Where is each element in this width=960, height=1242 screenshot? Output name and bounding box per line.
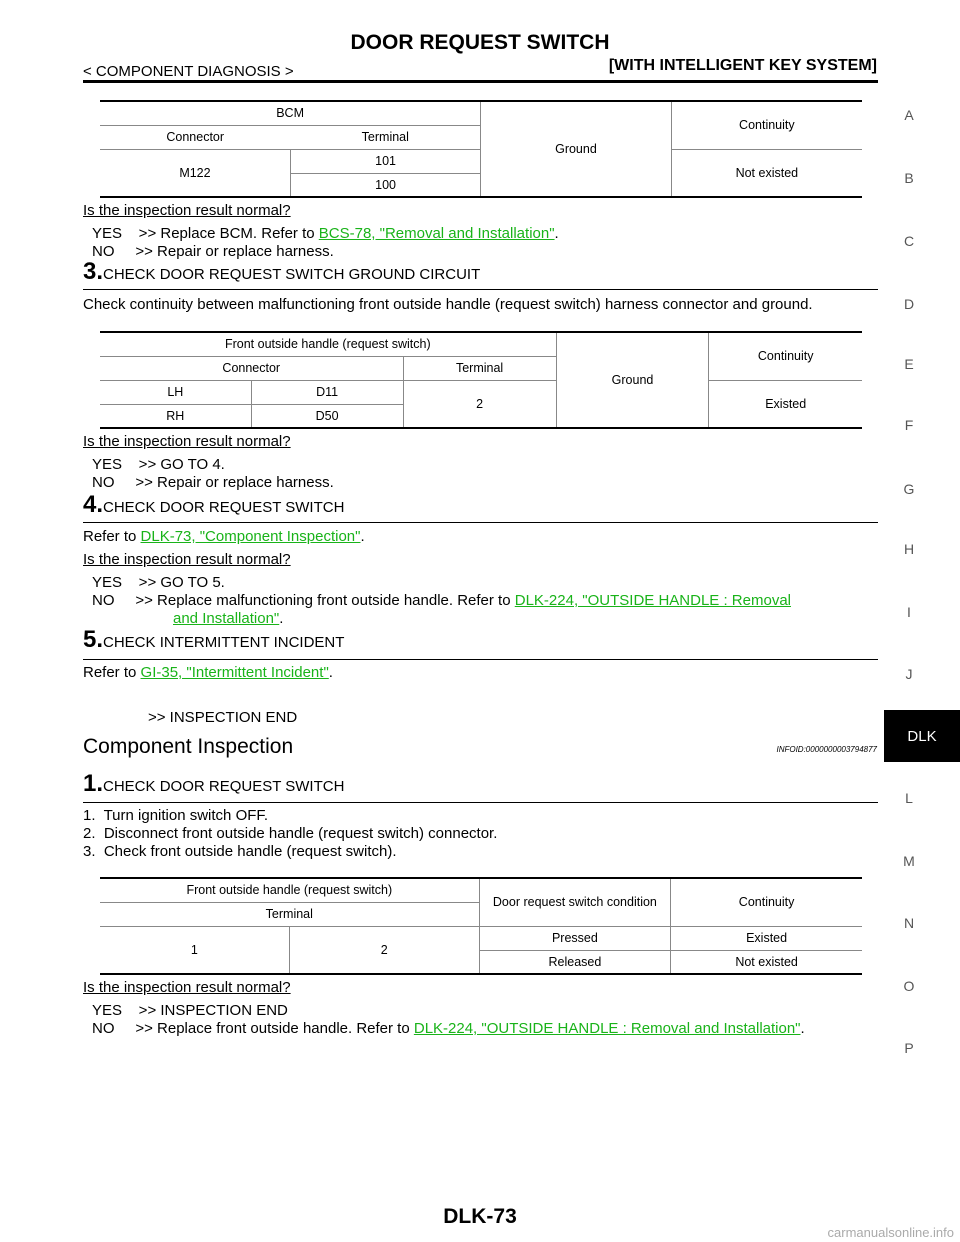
step-5-heading: 5.CHECK INTERMITTENT INCIDENT (83, 626, 345, 653)
side-index-l[interactable]: L (905, 790, 913, 806)
table3-handle-header: Front outside handle (request switch) (186, 883, 393, 898)
table2-rh: RH (100, 403, 252, 428)
link-dlk-224-b[interactable]: and Installation" (173, 610, 280, 627)
yes-3: YES >> GO TO 5. (92, 574, 225, 591)
no-4: NO >> Replace front outside handle. Refe… (92, 1020, 805, 1037)
page-number: DLK-73 (443, 1205, 517, 1228)
side-index-n[interactable]: N (903, 915, 915, 931)
link-dlk-73[interactable]: DLK-73, "Component Inspection" (140, 528, 361, 545)
link-dlk-224-c[interactable]: DLK-224, "OUTSIDE HANDLE : Removal and I… (413, 1020, 801, 1037)
bcm-continuity-table: BCM Ground Continuity Connector Terminal… (100, 100, 862, 198)
page-title: DOOR REQUEST SWITCH (350, 31, 610, 54)
watermark: carmanualsonline.info (827, 1225, 954, 1240)
side-index-dlk-active[interactable]: DLK (884, 710, 960, 762)
no-1: NO >> Repair or replace harness. (92, 243, 334, 260)
side-index-p[interactable]: P (904, 1040, 914, 1056)
question-1: Is the inspection result normal? (83, 202, 291, 219)
yes-4: YES >> INSPECTION END (92, 1002, 288, 1019)
side-index-c[interactable]: C (903, 233, 915, 249)
yes-1: YES >> Replace BCM. Refer to BCS-78, "Re… (92, 225, 559, 242)
step-1-rule (83, 802, 878, 803)
side-index-f[interactable]: F (904, 417, 914, 433)
step-4-heading: 4.CHECK DOOR REQUEST SWITCH (83, 491, 345, 518)
table2-connector-header: Connector (100, 355, 404, 380)
link-gi-35[interactable]: GI-35, "Intermittent Incident" (140, 664, 329, 681)
yes-2: YES >> GO TO 4. (92, 456, 225, 473)
table3-continuity-header: Continuity (670, 878, 862, 926)
step-1-heading: 1.CHECK DOOR REQUEST SWITCH (83, 770, 345, 797)
table3-condition-header: Door request switch condition (478, 878, 671, 926)
list-item: 2. Disconnect front outside handle (requ… (83, 825, 498, 842)
side-index-m[interactable]: M (903, 853, 915, 869)
table2-lh: LH (100, 379, 252, 404)
no-2: NO >> Repair or replace harness. (92, 474, 334, 491)
table2-terminal-header: Terminal (402, 355, 557, 380)
step-4-rule (83, 522, 878, 523)
table2-result: Existed (708, 379, 862, 428)
table1-connector: M122 (100, 148, 291, 197)
side-index-i[interactable]: I (907, 604, 911, 620)
table3-pressed: Pressed (478, 925, 671, 950)
side-index-j[interactable]: J (905, 666, 913, 682)
table2-lh-connector: D11 (250, 379, 404, 404)
header-system-label: [WITH INTELLIGENT KEY SYSTEM] (608, 57, 877, 74)
table2-ground: Ground (555, 332, 709, 428)
side-index-a[interactable]: A (904, 107, 914, 123)
link-dlk-224-a[interactable]: DLK-224, "OUTSIDE HANDLE : Removal (514, 592, 791, 609)
table3-terminal-1: 1 (100, 925, 290, 974)
step-3-heading: 3.CHECK DOOR REQUEST SWITCH GROUND CIRCU… (83, 258, 481, 285)
table3-terminal-2: 2 (288, 925, 480, 974)
info-id: INFOID:0000000003794877 (776, 745, 877, 754)
switch-inspection-table: Front outside handle (request switch) Do… (100, 877, 862, 975)
table3-not-existed: Not existed (670, 949, 862, 974)
table1-result: Not existed (670, 148, 862, 197)
table1-ground: Ground (480, 101, 672, 197)
table1-connector-header: Connector (100, 124, 291, 149)
table1-terminal-header: Terminal (290, 124, 481, 149)
ground-circuit-table: Front outside handle (request switch) Gr… (100, 331, 862, 429)
header-rule (83, 80, 878, 83)
side-index-e[interactable]: E (904, 356, 914, 372)
inspection-end-1: >> INSPECTION END (148, 709, 298, 726)
no-3: NO >> Replace malfunctioning front outsi… (92, 592, 791, 609)
table2-rh-connector: D50 (250, 403, 404, 428)
table2-continuity-header: Continuity (708, 332, 862, 380)
question-4: Is the inspection result normal? (83, 979, 291, 996)
side-index-g[interactable]: G (903, 481, 915, 497)
table2-terminal: 2 (402, 379, 557, 428)
no-3-cont: and Installation". (173, 610, 284, 627)
table3-terminal-header: Terminal (100, 901, 480, 926)
question-3: Is the inspection result normal? (83, 551, 291, 568)
header-section-label: < COMPONENT DIAGNOSIS > (83, 63, 294, 80)
side-index-b[interactable]: B (904, 170, 914, 186)
section-title: Component Inspection (83, 735, 294, 758)
step-5-rule (83, 659, 878, 660)
step-5-body: Refer to GI-35, "Intermittent Incident". (83, 664, 333, 681)
table1-bcm-header: BCM (276, 106, 304, 121)
table3-existed: Existed (670, 925, 862, 950)
side-index-h[interactable]: H (903, 541, 915, 557)
table1-terminal-101: 101 (289, 148, 481, 173)
side-index-d[interactable]: D (903, 296, 915, 312)
step-3-body: Check continuity between malfunctioning … (83, 296, 813, 313)
list-item: 1. Turn ignition switch OFF. (83, 807, 269, 824)
step-4-body: Refer to DLK-73, "Component Inspection". (83, 528, 365, 545)
list-item: 3. Check front outside handle (request s… (83, 843, 397, 860)
table2-handle-header: Front outside handle (request switch) (224, 337, 431, 352)
table1-continuity-header: Continuity (670, 101, 862, 149)
table3-released: Released (478, 949, 671, 974)
table1-terminal-100: 100 (289, 172, 481, 197)
step-3-rule (83, 289, 878, 290)
side-index-o[interactable]: O (903, 978, 915, 994)
link-bcs-78[interactable]: BCS-78, "Removal and Installation" (318, 225, 555, 242)
question-2: Is the inspection result normal? (83, 433, 291, 450)
